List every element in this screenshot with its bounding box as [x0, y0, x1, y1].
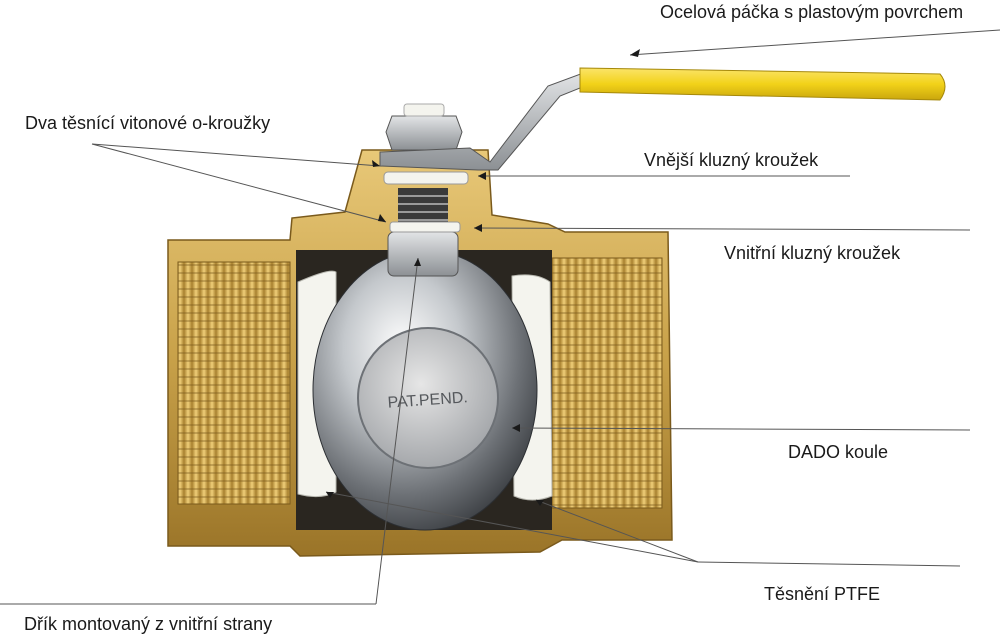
right-port-thread: [551, 257, 663, 509]
yellow-handle-grip: [579, 67, 946, 101]
label-handle: Ocelová páčka s plastovým povrchem: [660, 2, 964, 22]
label-inner-ring: Vnitřní kluzný kroužek: [724, 243, 901, 263]
label-o-rings: Dva těsnící vitonové o-kroužky: [25, 113, 271, 133]
label-stem: Dřík montovaný z vnitřní strany: [24, 614, 273, 634]
label-ptfe: Těsnění PTFE: [764, 584, 881, 604]
leader-lines: [0, 29, 1000, 605]
ball-stamp-text: PAT.PEND.: [387, 389, 468, 412]
label-ball: DADO koule: [788, 442, 889, 462]
hex-nut: [385, 115, 463, 151]
label-outer-ring: Vnější kluzný kroužek: [644, 150, 819, 170]
outer-sliding-ring: [383, 171, 469, 185]
ball-stamp-cap: [357, 327, 499, 469]
stem: [387, 231, 459, 277]
left-port-thread: [177, 261, 291, 505]
leader-arrowheads: [326, 49, 640, 506]
inner-sliding-ring: [389, 221, 461, 233]
